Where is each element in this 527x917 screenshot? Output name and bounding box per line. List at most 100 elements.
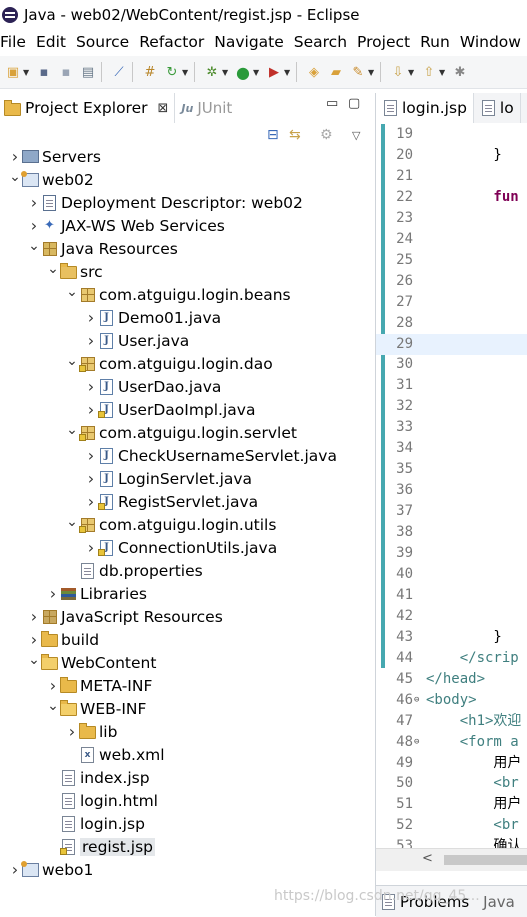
chevron-right-icon[interactable]: › (30, 630, 38, 649)
chevron-right-icon[interactable]: › (49, 676, 57, 695)
code-line[interactable]: 31 (376, 375, 527, 396)
new-package-icon[interactable]: # (144, 64, 156, 80)
code-line[interactable]: 41 (376, 585, 527, 606)
chevron-down-icon[interactable]: ⌄ (47, 260, 59, 277)
menu-edit[interactable]: Edit (35, 33, 66, 51)
code-line[interactable]: 40 (376, 564, 527, 585)
code-line[interactable]: 23 (376, 208, 527, 229)
code-line[interactable]: 20 } (376, 145, 527, 166)
chevron-right-icon[interactable]: › (87, 492, 95, 511)
maximize-icon[interactable]: ▢ (348, 96, 361, 111)
tab-problems[interactable]: Problems (400, 892, 470, 911)
code-line[interactable]: 25 (376, 250, 527, 271)
code-line[interactable]: 43 } (376, 627, 527, 648)
chevron-down-icon[interactable]: ⌄ (66, 421, 78, 438)
tree-item[interactable]: ⌄src (0, 260, 374, 283)
code-line[interactable]: 22 fun (376, 187, 527, 208)
tree-item[interactable]: ⌄com.atguigu.login.dao (0, 352, 374, 375)
code-line[interactable]: 19 (376, 124, 527, 145)
run-icon[interactable]: ● (236, 62, 250, 82)
tab-second-editor[interactable]: lo (473, 93, 521, 123)
code-line[interactable]: 44 </scrip (376, 648, 527, 669)
print-icon[interactable]: ▤ (81, 64, 95, 80)
previous-annotation-icon[interactable]: ⇧ (423, 64, 435, 80)
scroll-left-icon[interactable]: < (422, 851, 433, 866)
menu-run[interactable]: Run (420, 33, 450, 51)
link-with-editor-icon[interactable]: ⇆ (289, 127, 301, 143)
code-line[interactable]: 32 (376, 396, 527, 417)
code-line[interactable]: 53 确认 (376, 836, 527, 848)
fold-toggle-icon[interactable]: ⊖ (414, 736, 420, 747)
menu-refactor[interactable]: Refactor (139, 33, 205, 51)
tree-item[interactable]: ›Servers (0, 145, 374, 168)
open-folder-icon[interactable]: ▰ (331, 64, 341, 80)
tree-item[interactable]: ⌄WEB-INF (0, 697, 374, 720)
new-dropdown-icon[interactable]: ▼ (23, 67, 30, 77)
horizontal-scrollbar[interactable]: < (376, 848, 527, 871)
code-line[interactable]: 51 用户 (376, 794, 527, 815)
tree-item[interactable]: login.html (0, 789, 374, 812)
menu-file[interactable]: File (0, 33, 26, 51)
chevron-down-icon[interactable]: ⌄ (28, 651, 40, 668)
minimize-icon[interactable]: ▭ (326, 96, 339, 111)
external-tools-icon[interactable]: ▶ (269, 64, 279, 80)
chevron-down-icon[interactable]: ⌄ (9, 168, 21, 185)
code-line[interactable]: 27 (376, 292, 527, 313)
code-line[interactable]: 46⊖<body> (376, 690, 527, 711)
code-line[interactable]: 21 (376, 166, 527, 187)
scrollbar-thumb[interactable] (444, 855, 527, 865)
code-line[interactable]: 36 (376, 480, 527, 501)
code-line[interactable]: 48⊖ <form a (376, 732, 527, 753)
run-dropdown-icon[interactable]: ▼ (253, 67, 260, 77)
code-line[interactable]: 28 (376, 313, 527, 334)
menu-project[interactable]: Project (357, 33, 411, 51)
view-menu-icon[interactable]: ▽ (352, 129, 361, 142)
chevron-down-icon[interactable]: ⌄ (66, 513, 78, 530)
chevron-right-icon[interactable]: › (87, 538, 95, 557)
code-line[interactable]: 29 (376, 333, 527, 355)
tree-item[interactable]: login.jsp (0, 812, 374, 835)
chevron-right-icon[interactable]: › (87, 331, 95, 350)
code-line[interactable]: 34 (376, 438, 527, 459)
next-annotation-icon[interactable]: ⇩ (392, 64, 404, 80)
tree-item[interactable]: ⌄WebContent (0, 651, 374, 674)
open-type-icon[interactable]: ◈ (309, 64, 319, 80)
tree-item[interactable]: ⌄com.atguigu.login.beans (0, 283, 374, 306)
code-line[interactable]: 50 <br (376, 773, 527, 794)
code-line[interactable]: 42 (376, 606, 527, 627)
new-icon[interactable]: ▣ (6, 64, 20, 80)
chevron-right-icon[interactable]: › (30, 216, 38, 235)
chevron-right-icon[interactable]: › (68, 722, 76, 741)
chevron-right-icon[interactable]: › (87, 308, 95, 327)
code-line[interactable]: 33 (376, 417, 527, 438)
external-tools-dropdown-icon[interactable]: ▼ (284, 67, 291, 77)
code-line[interactable]: 35 (376, 459, 527, 480)
tree-item[interactable]: ›webo1 (0, 858, 374, 881)
refresh-dropdown-icon[interactable]: ▼ (182, 67, 189, 77)
tree-item[interactable]: ›Libraries (0, 582, 374, 605)
tree-item[interactable]: ›✦JAX-WS Web Services (0, 214, 374, 237)
menu-search[interactable]: Search (293, 33, 348, 51)
chevron-down-icon[interactable]: ⌄ (28, 237, 40, 254)
save-all-icon[interactable]: ▪ (61, 64, 71, 80)
code-line[interactable]: 30 (376, 354, 527, 375)
next-annotation-dropdown-icon[interactable]: ▼ (408, 67, 415, 77)
code-line[interactable]: 37 (376, 501, 527, 522)
tab-login-jsp[interactable]: login.jsp (376, 93, 474, 123)
tab-javadoc[interactable]: Java (483, 892, 515, 911)
tree-item[interactable]: ›META-INF (0, 674, 374, 697)
chevron-down-icon[interactable]: ⌄ (66, 352, 78, 369)
more-icon[interactable]: ✱ (454, 64, 466, 80)
tree-item[interactable]: ⌄Java Resources (0, 237, 374, 260)
code-line[interactable]: 39 (376, 543, 527, 564)
pen-icon[interactable]: ✎ (352, 64, 364, 80)
tab-junit[interactable]: Ju JUnit (175, 93, 238, 123)
